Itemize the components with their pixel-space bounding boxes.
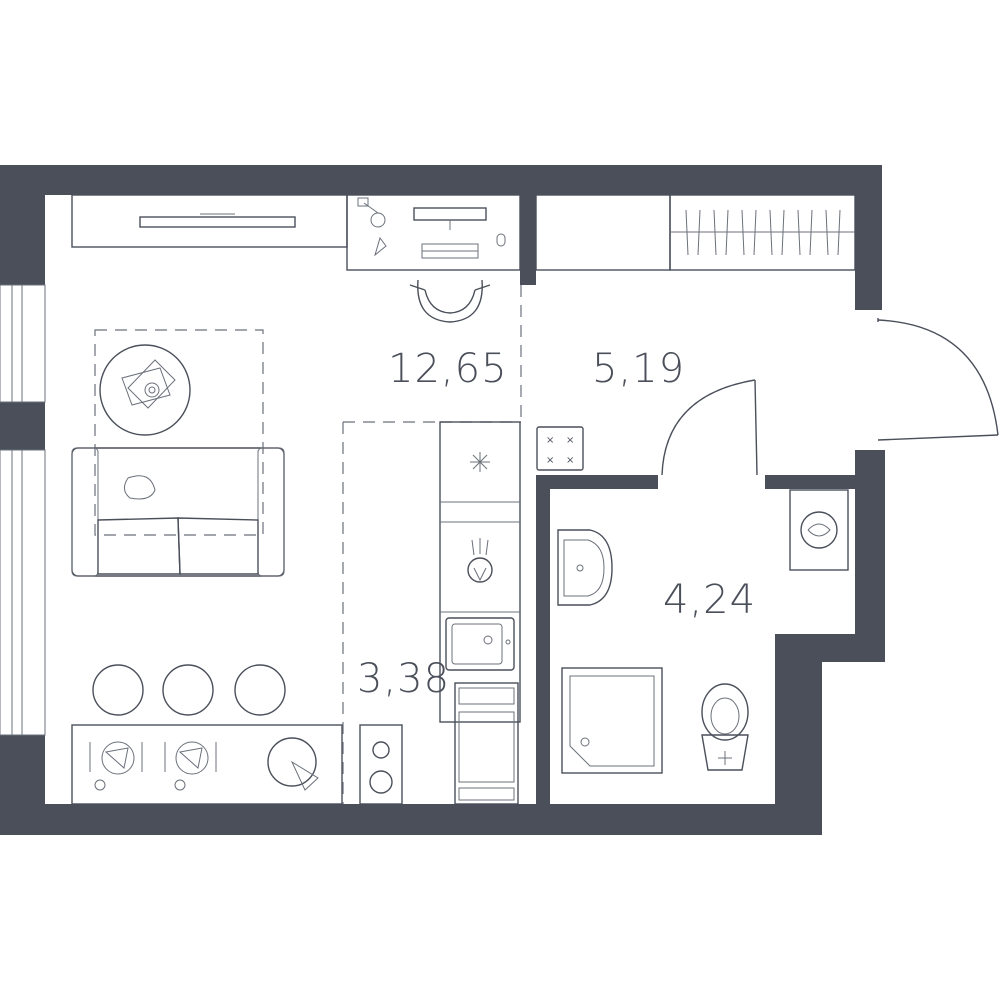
hangers — [685, 209, 841, 256]
room-area-living: 12,65 — [388, 346, 508, 392]
bar-stools — [92, 664, 286, 716]
room-area-bathroom: 4,24 — [663, 577, 756, 623]
computer-desk — [346, 194, 521, 271]
stove — [359, 724, 403, 805]
toilet — [701, 683, 749, 771]
kitchen-sink — [445, 617, 515, 671]
svg-text:×: × — [566, 435, 574, 446]
light-icon — [470, 452, 490, 472]
entrance-door — [877, 318, 999, 441]
desk-chair — [409, 279, 491, 323]
faucet-icon — [467, 538, 493, 583]
left-windows — [0, 284, 46, 736]
kitchen-counter — [439, 421, 521, 723]
washbasin — [557, 529, 613, 606]
walls — [0, 165, 885, 835]
shower-tray — [561, 667, 663, 774]
coffee-table — [99, 344, 191, 436]
dining-counter — [71, 724, 343, 805]
hall-cabinet: × × × × — [536, 426, 584, 471]
wardrobe — [535, 194, 856, 271]
room-area-kitchen: 3,38 — [357, 656, 450, 702]
svg-text:×: × — [566, 455, 574, 466]
bathroom-door — [661, 379, 758, 476]
svg-text:×: × — [546, 455, 554, 466]
tv-stand — [71, 194, 348, 248]
washing-machine — [789, 489, 849, 571]
room-area-hallway: 5,19 — [592, 346, 685, 392]
fridge — [454, 682, 519, 805]
sofa — [71, 447, 285, 577]
svg-text:×: × — [546, 435, 554, 446]
rug — [94, 329, 264, 536]
